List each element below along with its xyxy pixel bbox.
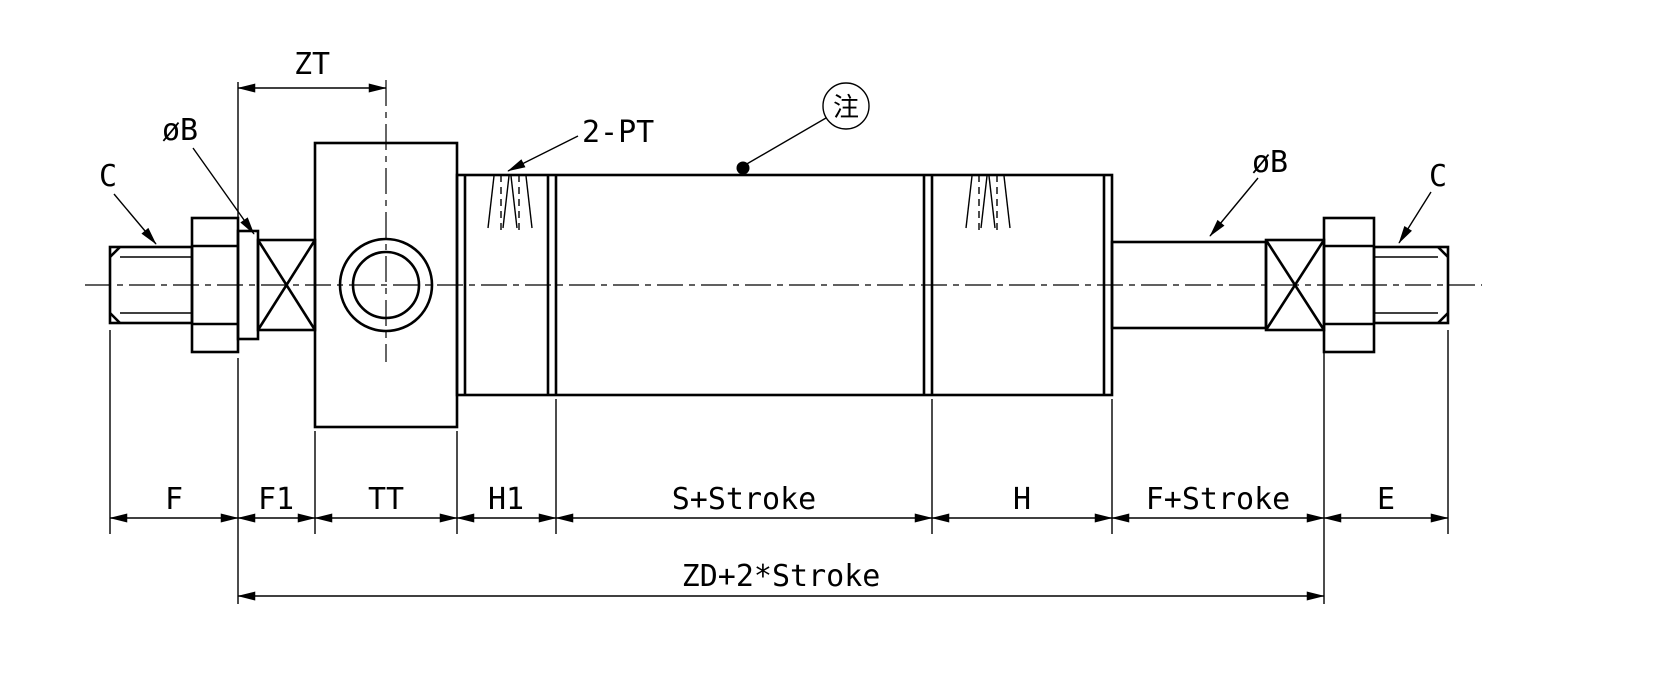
left-thread-chamfer-top — [109, 246, 121, 258]
right-rod-assembly — [1110, 216, 1450, 354]
dimension-chain: F F1 TT H1 S+Stroke H F+Stroke E ZD+2*St… — [109, 330, 1449, 604]
right-thread-chamfer-top — [1437, 246, 1449, 258]
right-port — [965, 175, 1011, 232]
right-wrench-flat-diag2 — [1264, 239, 1326, 331]
note-point — [736, 161, 750, 175]
dim-tt-label: TT — [368, 482, 404, 517]
zt-label: ZT — [294, 47, 330, 82]
dia-b-right-leader — [1209, 177, 1259, 237]
dia-b-left-leader — [192, 147, 255, 235]
dia-b-right-label: øB — [1252, 145, 1288, 180]
dim-h1-label: H1 — [488, 482, 524, 517]
c-right-label: C — [1429, 159, 1447, 194]
left-wrench-flat-diag2 — [256, 239, 317, 331]
dim-f-label: F — [165, 482, 183, 517]
dim-zd-label: ZD+2*Stroke — [682, 559, 881, 594]
dim-s-stroke-label: S+Stroke — [672, 482, 817, 517]
c-left-label: C — [99, 159, 117, 194]
callouts: C øB 2-PT 注 øB C — [99, 82, 1447, 245]
dimension-zt: ZT — [237, 47, 387, 224]
right-threaded-rod — [1372, 245, 1450, 325]
dim-e-label: E — [1377, 482, 1395, 517]
dim-f1-label: F1 — [258, 482, 294, 517]
left-thread-chamfer-bottom — [109, 312, 121, 324]
port-leader — [507, 135, 579, 172]
port-label: 2-PT — [582, 115, 654, 150]
right-thread-chamfer-bottom — [1437, 312, 1449, 324]
dim-h-label: H — [1013, 482, 1031, 517]
mounting-block — [313, 80, 459, 429]
c-right-leader — [1398, 191, 1432, 244]
c-left-leader — [113, 193, 157, 245]
dia-b-left-label: øB — [162, 113, 198, 148]
mounting-block-bore-outer — [338, 237, 434, 333]
note-balloon — [822, 82, 870, 130]
left-port — [487, 175, 533, 232]
note-label: 注 — [833, 93, 859, 123]
note-leader — [744, 117, 827, 166]
dim-f-stroke-label: F+Stroke — [1146, 482, 1291, 517]
